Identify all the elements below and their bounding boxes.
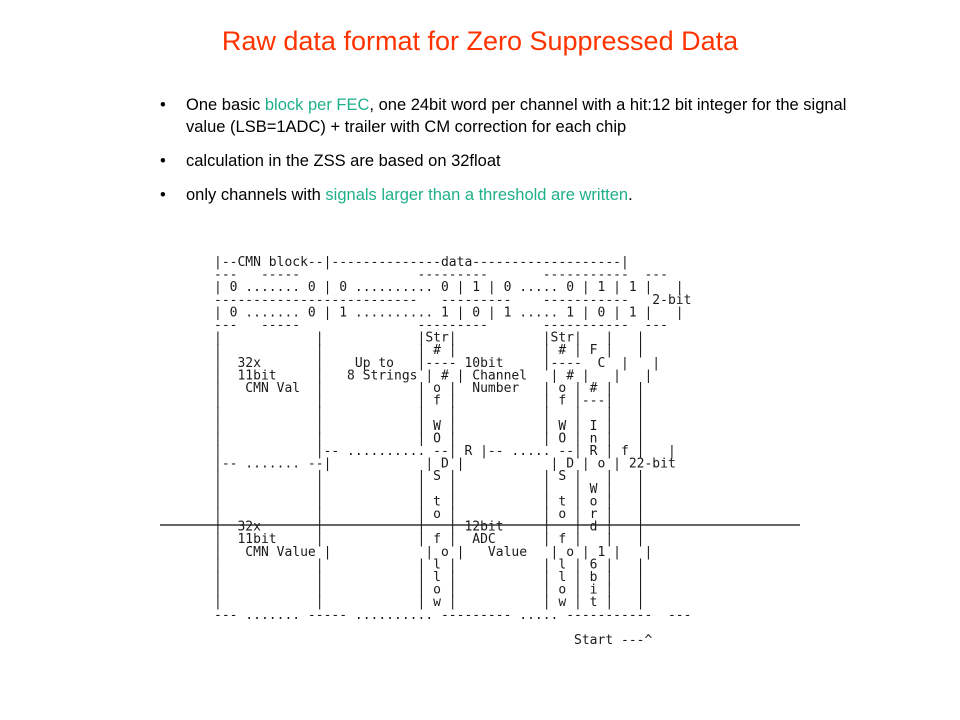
diagram-line: | |-- .......... --| R |-- ..... --| R |…: [214, 444, 676, 459]
diagram-canvas: |--CMN block--|--------------data-------…: [160, 255, 800, 648]
bullet-list: • One basic block per FEC, one 24bit wor…: [156, 94, 876, 218]
diagram-line: --- ....... ----- .......... --------- .…: [214, 608, 691, 623]
diagram-line: | 11bit | | f | ADC | f | | |: [214, 532, 644, 547]
diagram-line: | | | O | | O | n | |: [214, 431, 644, 446]
bullet-symbol: •: [160, 186, 166, 204]
diagram-line: Start ---^: [214, 633, 652, 648]
bullet-text: , one 24bit word per channel with a hit:…: [186, 96, 847, 136]
diagram-line: | | | l | | l | b | |: [214, 570, 644, 585]
diagram-line: | | | o | | o | r | |: [214, 507, 644, 522]
diagram-line: --- ----- --------- ----------- ---: [214, 318, 668, 333]
bullet-symbol: •: [160, 152, 166, 170]
diagram-line: | | |Str| |Str| | |: [214, 331, 644, 346]
diagram-line: | | | f | | f |---| |: [214, 394, 644, 409]
diagram-line: | | | o | | o | i | |: [214, 583, 644, 598]
diagram-line: | 0 ....... 0 | 1 .......... 1 | 0 | 1 .…: [214, 305, 684, 320]
diagram-line: | 11bit | 8 Strings | # | Channel | # | …: [214, 368, 652, 383]
diagram-line: --- ----- --------- ----------- ---: [214, 268, 668, 283]
diagram-line: | CMN Value | | o | Value | o | 1 | |: [214, 545, 652, 560]
diagram-line: -------------------------- --------- ---…: [214, 293, 691, 308]
bullet-highlight: block per FEC: [264, 96, 370, 114]
diagram-line: | | | | | | W | |: [214, 482, 644, 497]
diagram-line: | | | | | | | |: [214, 406, 644, 421]
bullet-text: .: [628, 186, 633, 204]
diagram-line: | | | # | | # | F | |: [214, 343, 644, 358]
diagram-line: | | | W | | W | I | |: [214, 419, 644, 434]
diagram-line: | | | l | | l | 6 | |: [214, 557, 644, 572]
bullet-highlight: signals larger than a threshold are writ…: [325, 186, 629, 204]
diagram-line: | | | S | | S | | |: [214, 469, 644, 484]
bullet-text: calculation in the ZSS are based on 32fl…: [186, 152, 501, 170]
diagram-line: |--CMN block--|--------------data-------…: [214, 255, 629, 270]
bullet-text: One basic: [186, 96, 265, 114]
diagram-line: | 32x | | | 12bit | | d | |: [214, 520, 644, 535]
diagram-line: | CMN Val | | o | Number | o | # | |: [214, 381, 644, 396]
diagram-line: | | | w | | w | t | |: [214, 595, 644, 610]
diagram-line: | | | t | | t | o | |: [214, 494, 644, 509]
slide-title: Raw data format for Zero Suppressed Data: [221, 26, 739, 56]
bullet-threshold: • only channels with signals larger than…: [156, 184, 876, 206]
bullet-text: only channels with: [186, 186, 326, 204]
bullet-block-per-fec: • One basic block per FEC, one 24bit wor…: [156, 94, 876, 138]
data-format-diagram: |--CMN block--|--------------data-------…: [160, 244, 800, 714]
bullet-calculation: • calculation in the ZSS are based on 32…: [156, 150, 876, 172]
bullet-symbol: •: [160, 96, 166, 114]
diagram-line: | 0 ....... 0 | 0 .......... 0 | 1 | 0 .…: [214, 280, 684, 295]
diagram-text-lines: |--CMN block--|--------------data-------…: [214, 255, 691, 648]
diagram-line: |-- ....... --| | D | | D | o | 22-bit: [214, 457, 676, 472]
diagram-line: | 32x | Up to |---- 10bit |---- C | |: [214, 356, 660, 371]
